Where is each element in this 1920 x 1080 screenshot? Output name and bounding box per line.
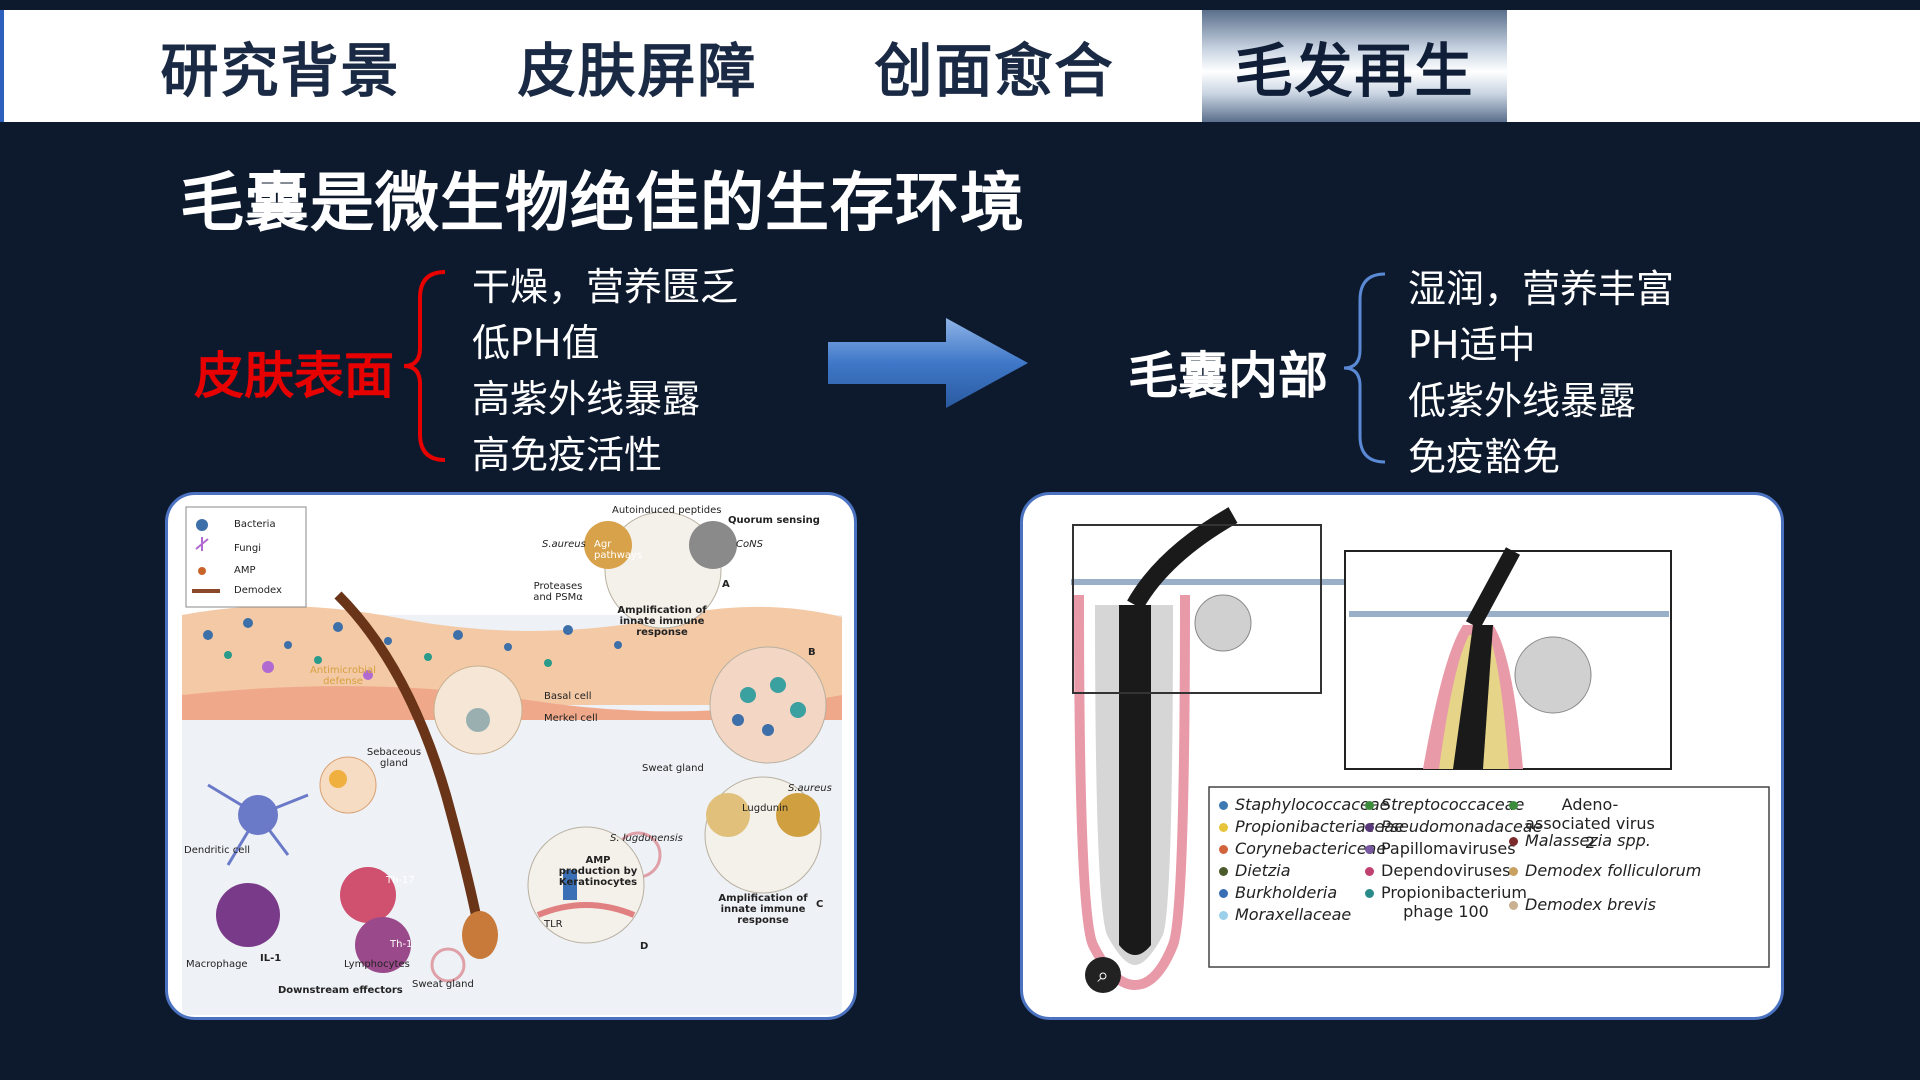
legend-swatch-icon — [1509, 837, 1518, 846]
legend-item: Burkholderia — [1235, 883, 1338, 902]
tab-research-background[interactable]: 研究背景 — [160, 37, 401, 105]
label-merkel: Merkel cell — [544, 713, 598, 724]
zoom-icon[interactable]: ⌕ — [1097, 963, 1109, 987]
label-lymphocytes: Lymphocytes — [344, 959, 410, 970]
legend-swatch-icon — [1365, 845, 1374, 854]
left-brace — [403, 270, 446, 462]
legend-swatch-icon — [1365, 889, 1374, 898]
legend-item: Dependoviruses — [1381, 861, 1511, 880]
label-lugdunin: Lugdunin — [742, 803, 789, 814]
legend-swatch-icon — [1365, 801, 1374, 810]
right-item-3: 低紫外线暴露 — [1408, 379, 1637, 423]
legend-item: Demodex brevis — [1525, 895, 1656, 914]
tab-hair-regeneration[interactable]: 毛发再生 — [1202, 10, 1507, 122]
label-saureus-1: S.aureus — [542, 539, 586, 550]
legend-item: Dietzia — [1235, 861, 1291, 880]
label-downstream: Downstream effectors — [278, 985, 403, 996]
label-cons: CoNS — [736, 539, 763, 550]
panel-label-d: D — [640, 941, 649, 952]
right-arrow-icon — [828, 318, 1028, 408]
tab-bar-accent — [0, 10, 4, 122]
slide-title: 毛囊是微生物绝佳的生存环境 — [180, 167, 1025, 241]
follicle-illustration — [1071, 507, 1770, 1012]
skin-surface-label: 皮肤表面 — [194, 347, 394, 405]
legend-amp: AMP — [234, 565, 256, 576]
label-macrophage: Macrophage — [186, 959, 248, 970]
legend-swatch-icon — [1509, 901, 1518, 910]
label-antimicrobial: Antimicrobial defense — [310, 665, 376, 687]
legend-swatch-icon — [1219, 845, 1228, 854]
legend-swatch-icon — [1219, 911, 1228, 920]
legend-swatch-icon — [1219, 867, 1228, 876]
legend-item: Moraxellaceae — [1235, 905, 1352, 924]
label-proteases: Proteases and PSMα — [533, 581, 583, 603]
legend-item: Corynebactericeae — [1235, 839, 1387, 858]
right-item-1: 湿润，营养丰富 — [1408, 267, 1675, 311]
skin-microbiome-figure: Bacteria Fungi AMP Demodex Autoinduced p… — [165, 492, 857, 1020]
label-amp-production: AMP production by Keratinocytes — [558, 855, 638, 888]
right-item-4: 免疫豁免 — [1408, 435, 1561, 479]
label-slugdunensis: S. lugdunensis — [610, 833, 683, 844]
panel-label-b: B — [808, 647, 816, 658]
follicle-interior-label: 毛囊内部 — [1128, 347, 1328, 405]
legend-fungi: Fungi — [234, 543, 262, 554]
legend-swatch-icon — [1509, 801, 1518, 810]
legend-item: Propionibacteriaceae — [1235, 817, 1404, 836]
panel-label-a: A — [722, 579, 730, 590]
legend-item: Demodex folliculorum — [1525, 861, 1702, 880]
legend-item: Streptococcaceae — [1381, 795, 1525, 814]
left-item-4: 高免疫活性 — [472, 433, 663, 477]
legend-item: Papillomaviruses — [1381, 839, 1516, 858]
legend-item: Propionibacterium phage 100 — [1381, 883, 1527, 921]
label-amplification-2: Amplification of innate immune response — [718, 893, 808, 926]
label-agr: Agr pathways — [594, 539, 643, 561]
legend-item: Staphylococcaceae — [1235, 795, 1390, 814]
legend-swatch-icon — [1219, 823, 1228, 832]
label-sebaceous: Sebaceous gland — [366, 747, 422, 769]
legend-swatch-icon — [1219, 889, 1228, 898]
label-basal: Basal cell — [544, 691, 592, 702]
label-autoinduced: Autoinduced peptides — [612, 505, 722, 516]
left-item-2: 低PH值 — [472, 321, 600, 365]
legend-item: Malassezia spp. — [1525, 831, 1651, 850]
right-brace — [1343, 272, 1386, 464]
legend-bacteria: Bacteria — [234, 519, 276, 530]
panel-label-c: C — [816, 899, 824, 910]
legend-item: Pseudomonadaceae — [1381, 817, 1543, 836]
legend-swatch-icon — [1365, 823, 1374, 832]
right-item-2: PH适中 — [1408, 323, 1536, 367]
label-tlr: TLR — [544, 919, 563, 930]
left-item-3: 高紫外线暴露 — [472, 377, 701, 421]
legend-item: Adeno-associated virus 2 — [1525, 795, 1655, 852]
label-amplification-1: Amplification of innate immune response — [617, 605, 707, 638]
tab-wound-healing[interactable]: 创面愈合 — [874, 37, 1115, 105]
skin-illustration — [182, 506, 842, 1015]
left-item-1: 干燥，营养匮乏 — [472, 265, 739, 309]
legend-swatch-icon — [1365, 867, 1374, 876]
top-tab-bar: 研究背景 皮肤屏障 创面愈合 毛发再生 — [0, 0, 1920, 122]
legend-swatch-icon — [1509, 867, 1518, 876]
legend-demodex: Demodex — [234, 585, 282, 596]
label-il1: IL-1 — [260, 953, 282, 964]
label-th1: Th-1 — [390, 939, 413, 950]
label-saureus-2: S.aureus — [788, 783, 832, 794]
label-sweat-2: Sweat gland — [412, 979, 474, 990]
label-sweat-1: Sweat gland — [642, 763, 704, 774]
label-quorum: Quorum sensing — [728, 515, 820, 526]
label-dendritic: Dendritic cell — [184, 845, 251, 856]
label-th17: Th-17 — [386, 875, 415, 886]
legend-swatch-icon — [1219, 801, 1228, 810]
tab-skin-barrier[interactable]: 皮肤屏障 — [517, 37, 758, 105]
